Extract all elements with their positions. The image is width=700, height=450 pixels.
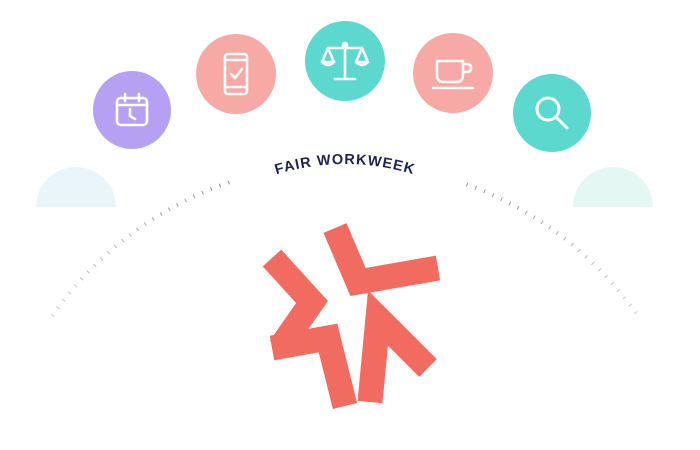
tick-mark bbox=[79, 277, 84, 281]
tick-mark bbox=[532, 215, 536, 220]
brand-logo bbox=[262, 223, 441, 410]
tick-mark bbox=[192, 194, 196, 199]
tick-mark bbox=[483, 189, 486, 194]
logo-arm-top bbox=[323, 223, 441, 297]
tick-mark bbox=[591, 261, 595, 265]
tick-mark bbox=[99, 257, 104, 261]
tick-mark bbox=[218, 183, 222, 188]
tick-mark bbox=[128, 232, 132, 237]
tick-mark bbox=[61, 298, 66, 302]
tick-mark bbox=[524, 210, 528, 215]
tick-mark bbox=[143, 222, 147, 226]
phone-bubble bbox=[196, 34, 276, 114]
tick-mark bbox=[555, 231, 559, 235]
scale-bubble bbox=[305, 21, 385, 101]
tick-mark bbox=[210, 186, 213, 191]
right-half-circle bbox=[573, 167, 653, 207]
heading-text: FAIR WORKWEEK bbox=[273, 152, 417, 178]
tick-mark bbox=[540, 220, 544, 225]
search-icon bbox=[535, 96, 569, 130]
tick-mark bbox=[597, 268, 602, 272]
left-half-circle bbox=[36, 167, 116, 207]
tick-mark bbox=[604, 274, 608, 279]
tick-mark bbox=[201, 190, 204, 195]
tick-mark bbox=[584, 254, 588, 259]
tick-mark bbox=[622, 296, 627, 300]
logo-arm-bottom-left bbox=[269, 323, 358, 410]
tick-mark bbox=[113, 244, 118, 249]
tick-mark bbox=[67, 291, 72, 295]
tick-mark bbox=[56, 306, 60, 310]
tick-mark bbox=[93, 263, 97, 268]
calendar-bubble bbox=[93, 71, 171, 149]
tick-mark bbox=[227, 180, 230, 185]
tick-mark bbox=[184, 198, 188, 203]
tick-mark bbox=[508, 201, 512, 206]
logo-arm-bottom-right bbox=[357, 290, 437, 404]
tick-mark bbox=[616, 288, 621, 293]
tick-mark bbox=[628, 303, 633, 307]
tick-mark bbox=[106, 250, 111, 255]
tick-mark bbox=[121, 238, 125, 243]
tick-mark bbox=[577, 248, 581, 253]
tick-mark bbox=[548, 225, 552, 230]
tick-mark bbox=[516, 205, 520, 210]
tick-mark bbox=[136, 227, 140, 232]
tick-mark bbox=[86, 270, 90, 274]
calendar-clock-icon bbox=[115, 92, 149, 127]
tick-mark bbox=[50, 313, 55, 317]
tick-mark bbox=[151, 216, 155, 221]
tick-mark bbox=[176, 202, 179, 207]
phone-check-icon bbox=[223, 52, 249, 96]
tick-mark bbox=[563, 236, 567, 241]
tick-mark bbox=[500, 197, 503, 202]
tick-mark bbox=[610, 281, 615, 286]
search-bubble bbox=[513, 74, 591, 152]
scale-icon bbox=[320, 41, 370, 81]
tick-mark bbox=[73, 284, 78, 288]
tick-mark bbox=[474, 185, 478, 190]
tick-mark bbox=[465, 182, 469, 187]
tick-mark bbox=[570, 242, 574, 247]
tick-mark bbox=[167, 207, 171, 212]
page-title: FAIR WORKWEEK bbox=[273, 152, 416, 178]
cup-icon bbox=[431, 59, 475, 90]
tick-mark bbox=[159, 212, 163, 216]
tick-mark bbox=[633, 311, 638, 315]
tick-mark bbox=[491, 193, 495, 198]
cup-bubble bbox=[413, 33, 493, 113]
